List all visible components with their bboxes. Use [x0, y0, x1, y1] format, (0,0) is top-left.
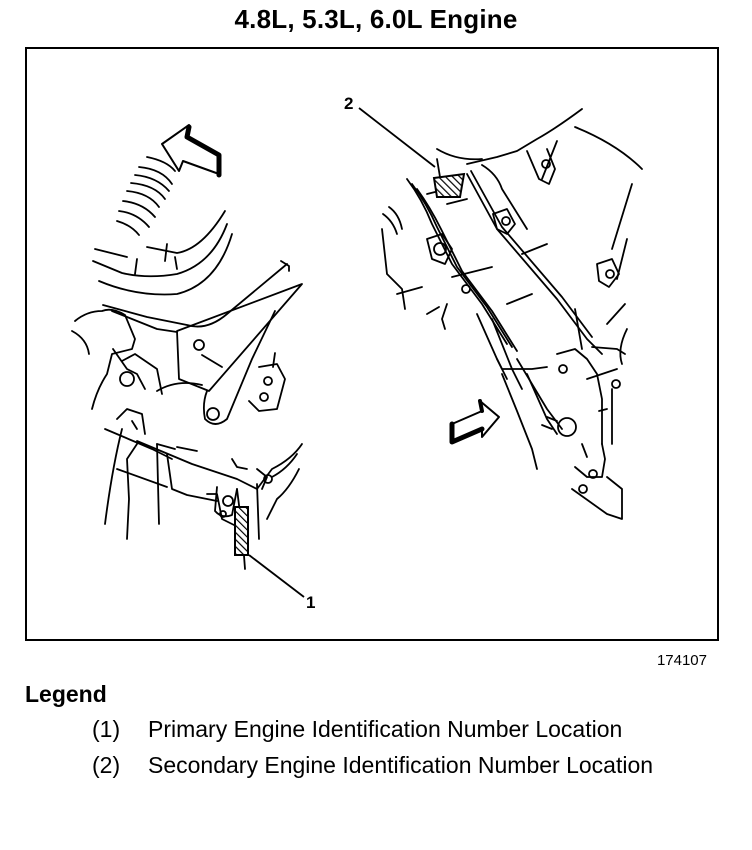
callout-2-leader: [358, 107, 436, 168]
legend-item-text: Secondary Engine Identification Number L…: [148, 752, 654, 778]
figure-id: 174107: [656, 652, 707, 669]
callout-2-label: 2: [344, 94, 353, 113]
left-engine-view: [71, 124, 303, 570]
front-direction-arrow-icon: [449, 399, 500, 445]
legend-item: (2) Secondary Engine Identification Numb…: [92, 751, 692, 780]
legend-item: (1) Primary Engine Identification Number…: [92, 715, 692, 744]
legend-item-number: (1): [92, 716, 121, 742]
engine-illustration: 1: [71, 94, 643, 612]
secondary-id-pad-icon: [432, 172, 466, 198]
right-engine-view: [381, 108, 643, 520]
legend-item-number: (2): [92, 752, 121, 778]
primary-id-pad-icon: [234, 506, 249, 556]
legend-item-text: Primary Engine Identification Number Loc…: [148, 716, 623, 742]
legend-list: (1) Primary Engine Identification Number…: [92, 715, 692, 787]
diagram-title: 4.8L, 5.3L, 6.0L Engine: [234, 4, 518, 34]
callout-1-label: 1: [306, 593, 315, 612]
front-direction-arrow-icon: [161, 124, 222, 178]
illustration-frame: 1: [25, 47, 719, 641]
callout-1-leader: [248, 554, 305, 598]
legend-title: Legend: [25, 681, 107, 707]
